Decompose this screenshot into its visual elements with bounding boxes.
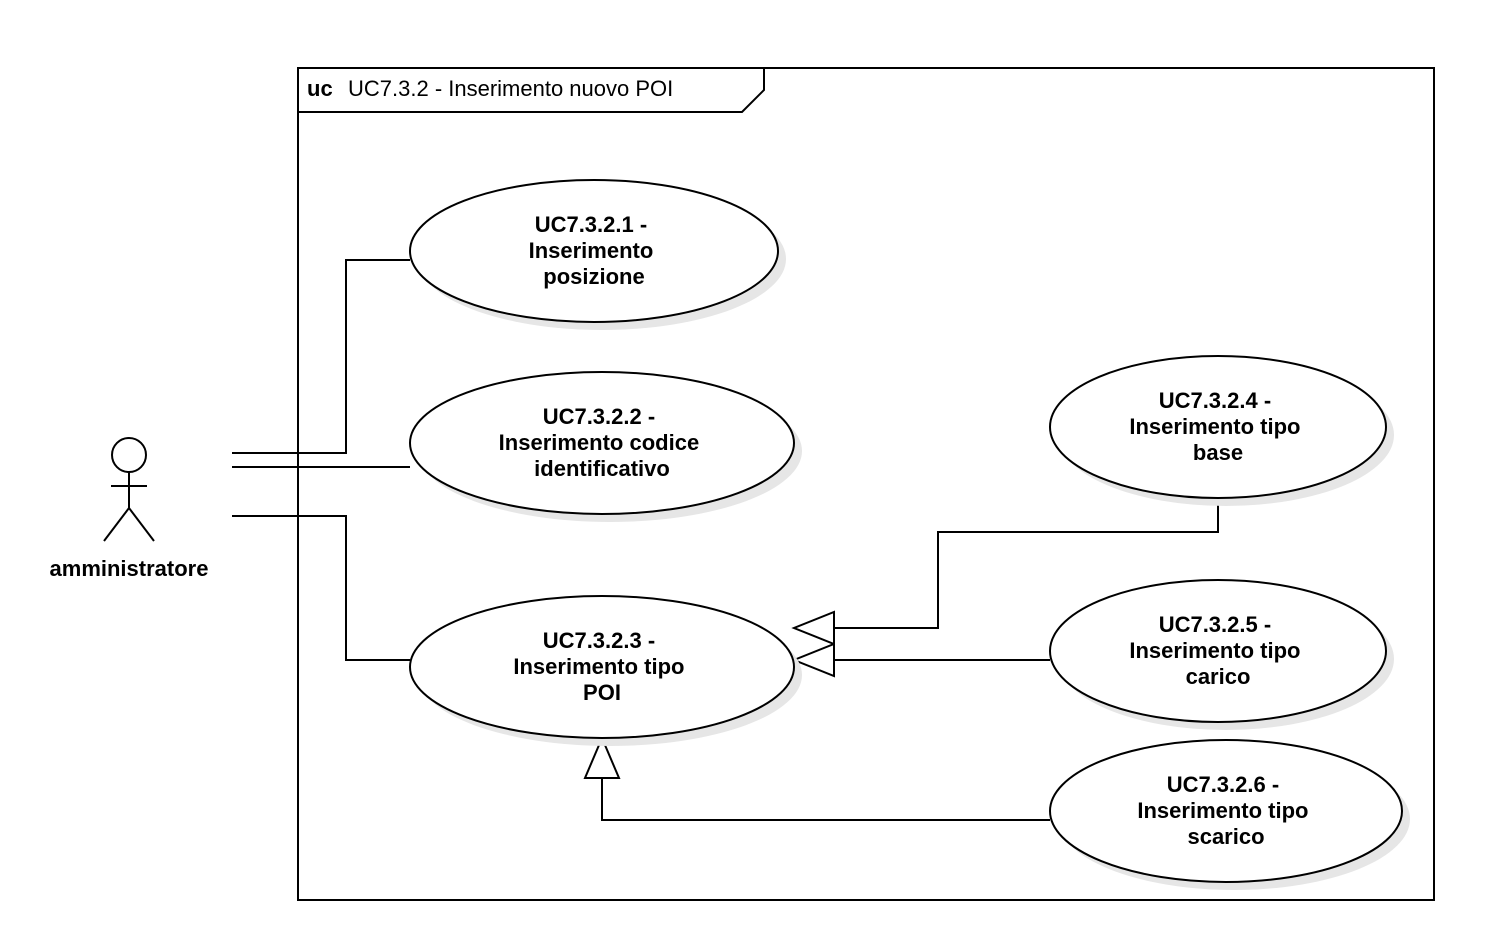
- association-uc1: [232, 259, 410, 454]
- use-case-label-line: Inserimento: [529, 238, 654, 263]
- use-case-label-line: UC7.3.2.5 -: [1159, 612, 1272, 637]
- use-case-label-line: posizione: [543, 264, 644, 289]
- use-case-label-line: Inserimento tipo: [513, 654, 684, 679]
- actor-name: amministratore: [50, 556, 209, 581]
- use-case-label-line: Inserimento codice: [499, 430, 700, 455]
- use-case-label-line: UC7.3.2.6 -: [1167, 772, 1280, 797]
- use-case-ellipse: [1049, 739, 1403, 883]
- generalization-uc6-line: [601, 778, 1050, 821]
- use-case-ellipse: [409, 179, 779, 323]
- use-case-label-line: identificativo: [534, 456, 670, 481]
- use-case-label-line: carico: [1186, 664, 1251, 689]
- generalizations: [583, 497, 1219, 821]
- use-case-label-line: Inserimento tipo: [1137, 798, 1308, 823]
- use-case-uc3[interactable]: UC7.3.2.3 - Inserimento tipo POI: [409, 595, 802, 746]
- use-case-label-line: Inserimento tipo: [1129, 638, 1300, 663]
- actor-stick-figure-icon: [103, 437, 155, 542]
- use-case-label-line: Inserimento tipo: [1129, 414, 1300, 439]
- use-case-uc5[interactable]: UC7.3.2.5 - Inserimento tipo carico: [1049, 579, 1394, 730]
- use-case-uc4[interactable]: UC7.3.2.4 - Inserimento tipo base: [1049, 355, 1394, 506]
- use-case-label-line: scarico: [1187, 824, 1264, 849]
- use-case-uc1[interactable]: UC7.3.2.1 - Inserimento posizione: [409, 179, 786, 330]
- use-case-label: UC7.3.2.6 - Inserimento tipo scarico: [1137, 772, 1314, 849]
- use-case-label: UC7.3.2.3 - Inserimento tipo POI: [513, 628, 690, 705]
- frame-keyword: uc: [307, 76, 333, 101]
- use-case-ellipse: [1049, 355, 1387, 499]
- use-case-label-line: UC7.3.2.3 -: [543, 628, 656, 653]
- generalization-uc4-arrowhead: [791, 610, 835, 646]
- use-case-label: UC7.3.2.2 - Inserimento codice identific…: [499, 404, 706, 481]
- use-case-label-line: UC7.3.2.2 -: [543, 404, 656, 429]
- use-case-uc6[interactable]: UC7.3.2.6 - Inserimento tipo scarico: [1049, 739, 1410, 890]
- use-case-label: UC7.3.2.5 - Inserimento tipo carico: [1129, 612, 1306, 689]
- use-case-label-line: UC7.3.2.1 -: [535, 212, 648, 237]
- use-case-ellipse: [1049, 579, 1387, 723]
- use-case-ellipse: [409, 371, 795, 515]
- use-case-ellipse: [409, 595, 795, 739]
- associations: [232, 259, 410, 661]
- use-case-label-line: POI: [583, 680, 621, 705]
- use-case-label-line: UC7.3.2.4 -: [1159, 388, 1272, 413]
- use-case-label: UC7.3.2.4 - Inserimento tipo base: [1129, 388, 1306, 465]
- generalization-uc5-arrowhead: [791, 642, 835, 678]
- frame-tab: [298, 68, 765, 113]
- generalization-uc4-line: [834, 497, 1219, 629]
- association-uc3: [232, 515, 410, 661]
- use-case-uc2[interactable]: UC7.3.2.2 - Inserimento codice identific…: [409, 371, 802, 522]
- actor-amministratore[interactable]: amministratore: [50, 437, 209, 581]
- use-case-label-line: base: [1193, 440, 1243, 465]
- use-case-label: UC7.3.2.1 - Inserimento posizione: [529, 212, 660, 289]
- generalization-uc6-arrowhead: [583, 735, 621, 779]
- frame-title: UC7.3.2 - Inserimento nuovo POI: [348, 76, 673, 101]
